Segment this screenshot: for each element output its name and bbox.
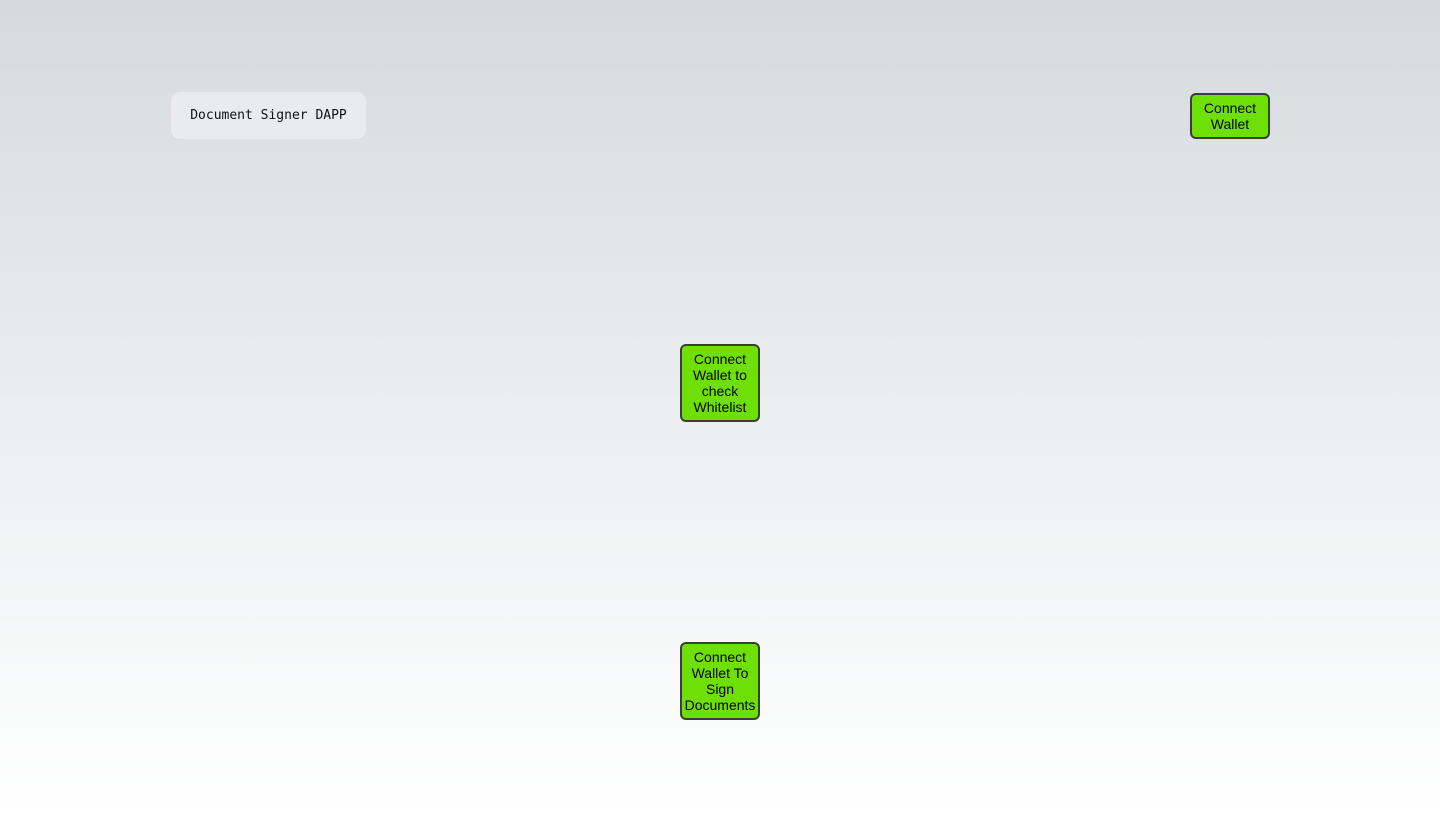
sign-documents-button[interactable]: Connect Wallet To Sign Documents [680,642,760,720]
sign-documents-label: Connect Wallet To Sign Documents [684,649,756,713]
check-whitelist-button[interactable]: Connect Wallet to check Whitelist [680,344,760,422]
connect-wallet-button[interactable]: Connect Wallet [1190,93,1270,139]
app-title-text: Document Signer DAPP [190,108,347,123]
connect-wallet-label: Connect Wallet [1203,100,1257,132]
app-title: Document Signer DAPP [170,91,367,140]
check-whitelist-label: Connect Wallet to check Whitelist [693,351,747,415]
